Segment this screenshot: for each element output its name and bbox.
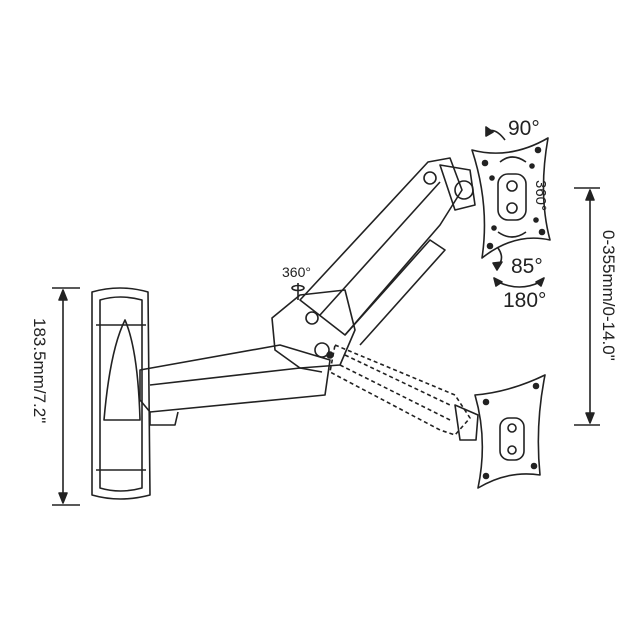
lower-arm	[139, 344, 331, 426]
tilt-up-label: 90°	[508, 117, 540, 140]
rotation-arrows	[291, 126, 545, 300]
lower-arm-position	[329, 344, 471, 436]
wall-plate-dimension-line	[52, 287, 80, 506]
upper-arm	[299, 157, 476, 346]
tilt-down-label: 85°	[511, 255, 543, 278]
swivel-label: 180°	[503, 289, 547, 312]
elbow-joint	[271, 289, 356, 369]
wall-plate	[91, 287, 151, 500]
height-range-label: 0-355mm/0-14.0"	[599, 230, 618, 361]
vesa-plate-lower	[454, 374, 546, 489]
wall-plate-height-label: 183.5mm/7.2"	[30, 318, 49, 424]
plate-rotation-label: 360°	[532, 180, 549, 212]
height-dimension-line	[574, 187, 600, 426]
vesa-plate-upper	[471, 137, 551, 259]
arm-rotation-label: 360°	[282, 264, 311, 280]
